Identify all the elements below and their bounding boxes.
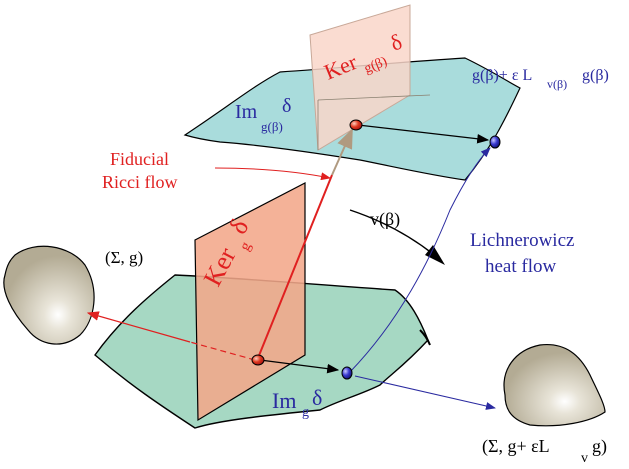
upper-metric-main: g(β)+ ε L xyxy=(472,67,532,84)
lower-plane-curl xyxy=(419,329,431,346)
v-beta-label: v(β) xyxy=(370,209,400,230)
upper-metric-label: g(β)+ ε L v(β) g(β) xyxy=(472,67,609,91)
blue-point-icon xyxy=(341,366,353,380)
red-projection-arrow xyxy=(86,311,191,343)
upper-displacement-arrow xyxy=(357,124,490,144)
sigma-perturbed-main: (Σ, g+ εL xyxy=(482,436,550,457)
blue-point-icon xyxy=(489,135,501,149)
upper-image-op: δ xyxy=(282,95,291,117)
upper-image-label: Im g(β) δ xyxy=(235,95,291,134)
lower-image-main: Im xyxy=(272,388,296,413)
fiducial-label-line1: Fiducial xyxy=(110,149,169,169)
ricci-flow-line xyxy=(257,174,333,359)
ricci-flow-arrowhead xyxy=(331,128,353,176)
fiducial-label-line2: Ricci flow xyxy=(102,172,177,192)
red-point-icon xyxy=(349,119,363,131)
sigma-perturbed-tail: g) xyxy=(592,436,607,457)
sigma-perturbed-label: (Σ, g+ εL v g) xyxy=(482,436,607,466)
blue-projection-arrow xyxy=(354,375,496,410)
red-point-icon xyxy=(251,354,265,366)
fiducial-pointer xyxy=(214,167,331,181)
right-manifold-blob-icon xyxy=(503,343,606,427)
lower-displacement-arrow xyxy=(259,359,340,374)
upper-kernel-plane xyxy=(309,4,411,151)
lichnerowicz-label-line2: heat flow xyxy=(485,256,557,277)
lower-kernel-plane xyxy=(194,182,306,422)
lower-image-sub: g xyxy=(302,405,309,420)
upper-image-main: Im xyxy=(235,101,258,123)
lichnerowicz-curve xyxy=(349,147,491,373)
v-beta-arrowhead xyxy=(425,245,445,265)
lower-image-op: δ xyxy=(312,385,322,410)
sigma-perturbed-sub: v xyxy=(581,451,588,466)
upper-metric-sub: v(β) xyxy=(547,77,567,91)
lower-image-label: Im g δ xyxy=(272,385,322,420)
upper-metric-tail: g(β) xyxy=(582,67,609,84)
red-dashed-projection xyxy=(189,341,256,361)
upper-image-sub: g(β) xyxy=(261,119,283,134)
left-manifold-blob-icon xyxy=(3,245,95,345)
upper-intersection-line xyxy=(317,94,431,101)
sigma-g-label: (Σ, g) xyxy=(105,248,143,267)
lichnerowicz-label-line1: Lichnerowicz xyxy=(470,230,574,251)
